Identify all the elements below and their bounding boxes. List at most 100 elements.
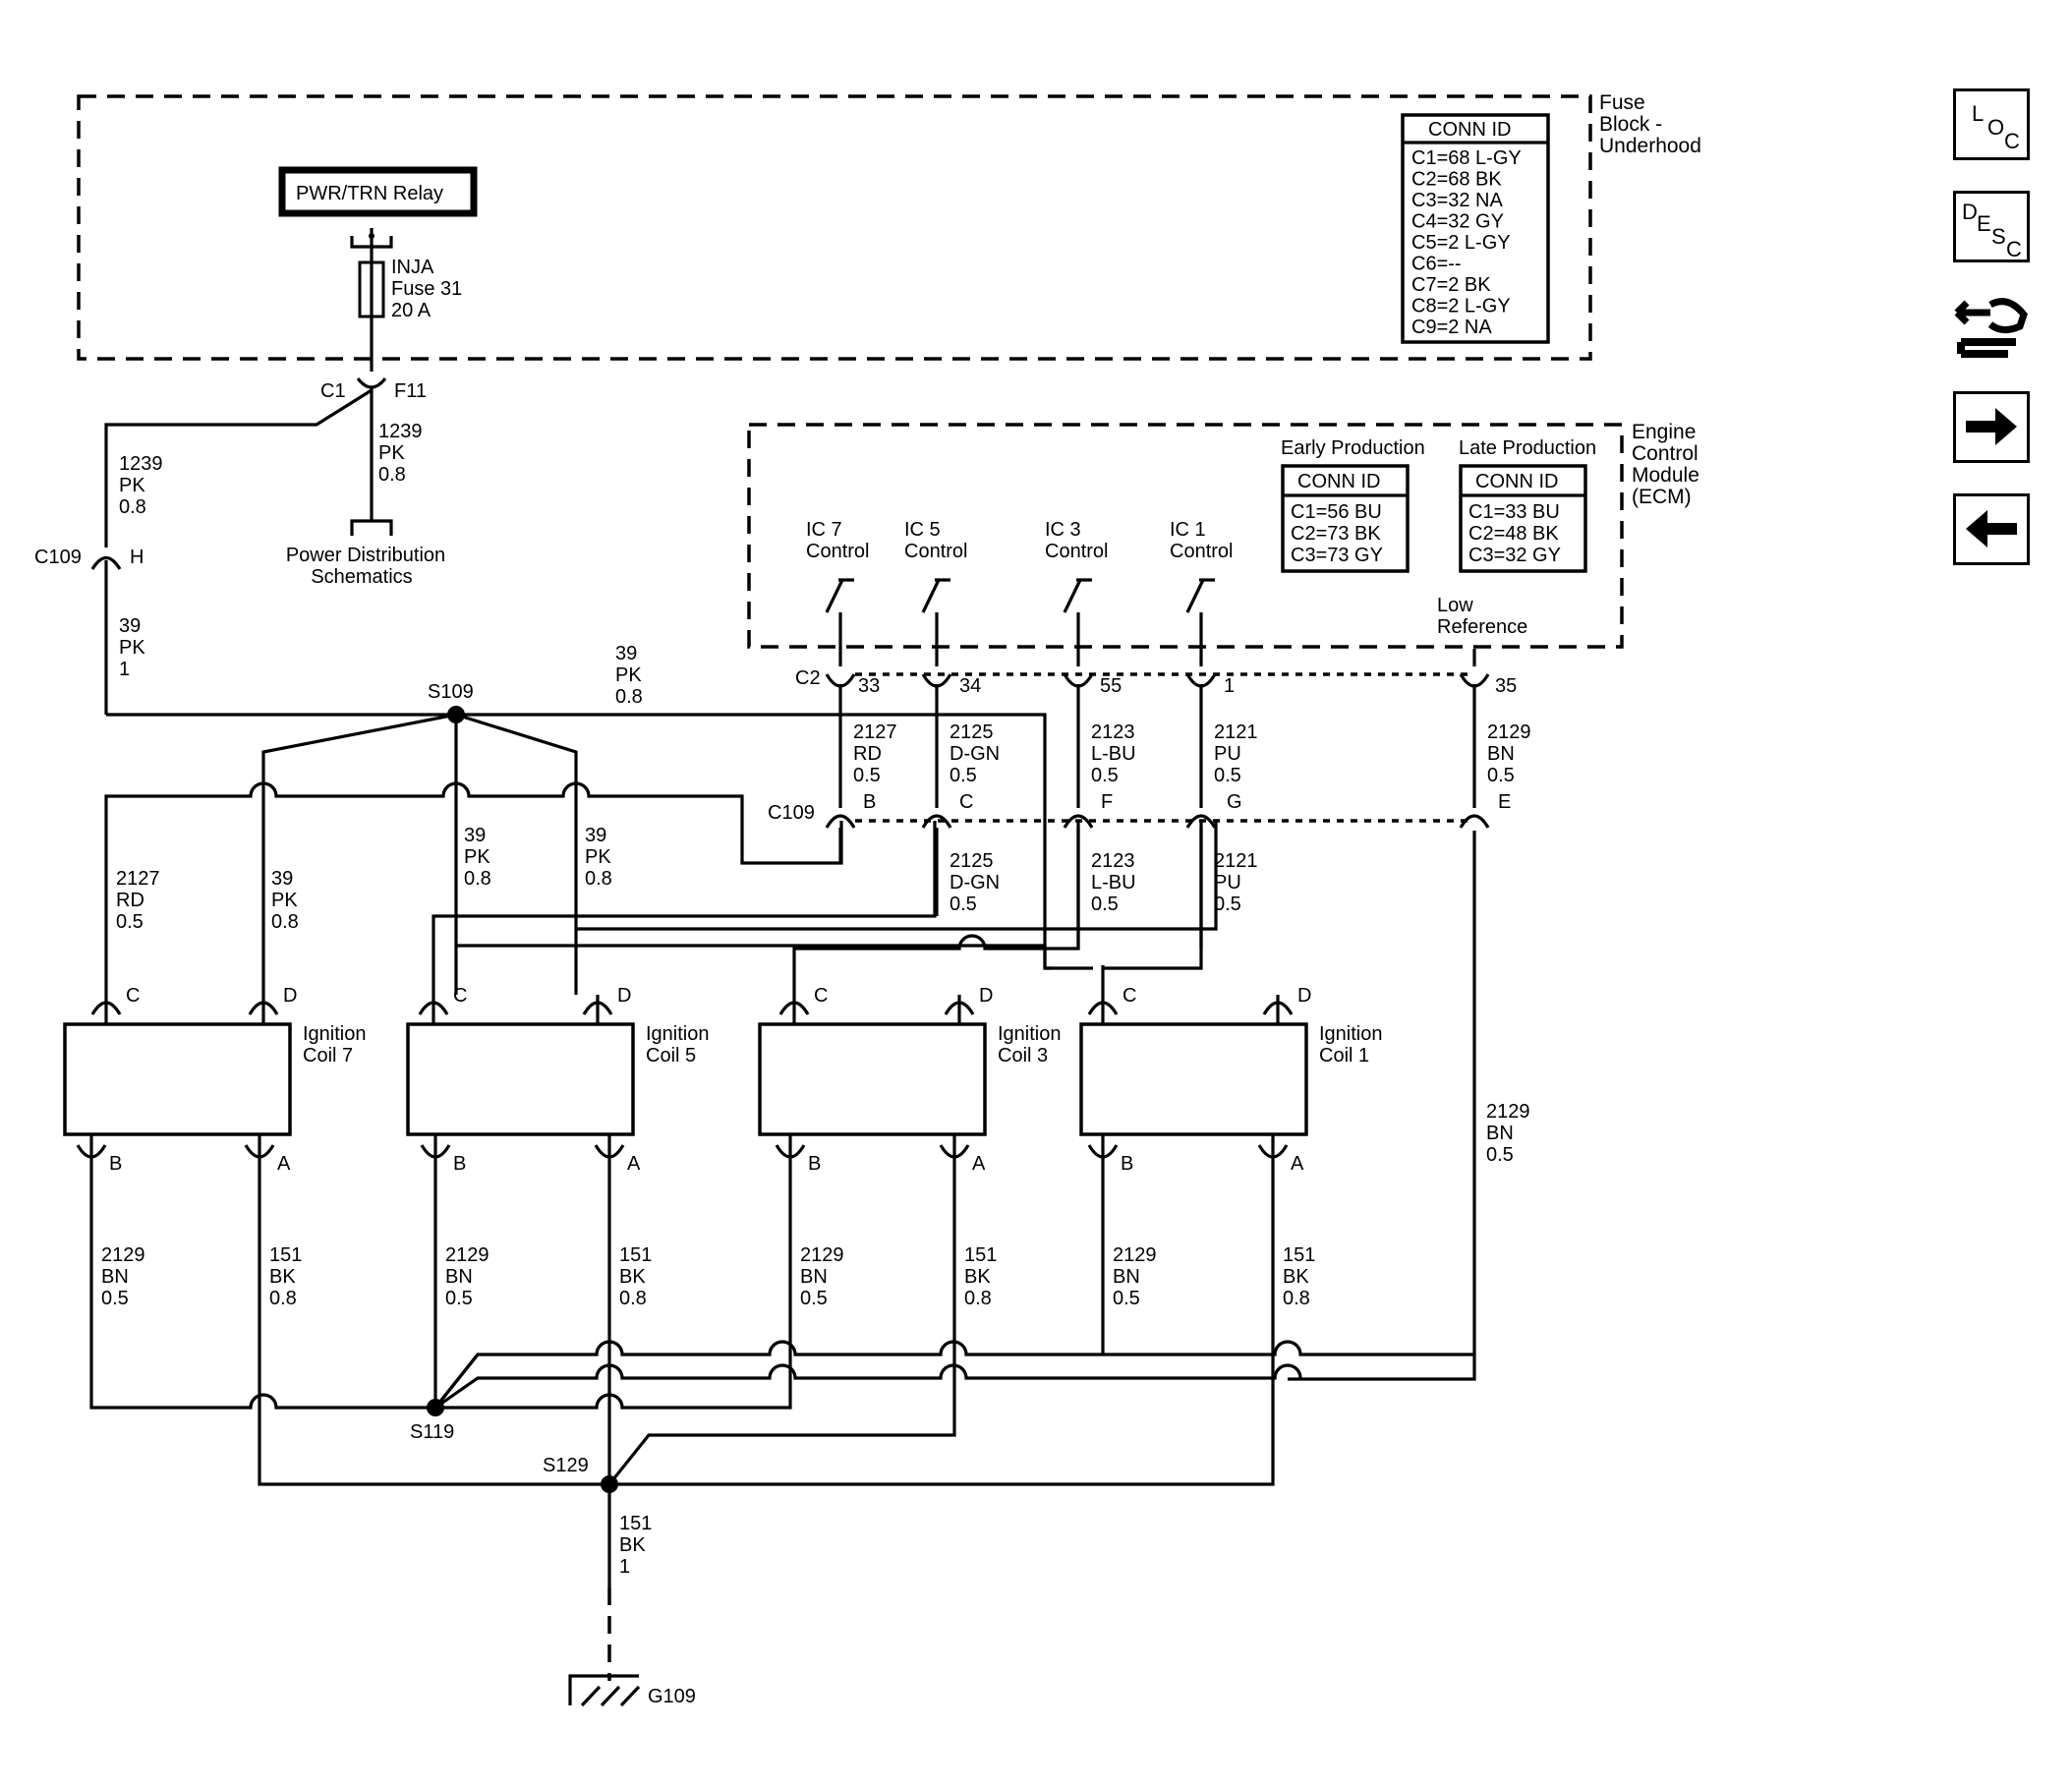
- coil-name: Ignition: [303, 1023, 367, 1045]
- description-button[interactable]: D E S C: [1953, 191, 2030, 262]
- connector-tool-icon[interactable]: [1951, 285, 2034, 368]
- switch-icon: [825, 578, 854, 613]
- feed-wire-label: PK: [464, 846, 490, 868]
- early-conn-3: C3=73 GY: [1291, 545, 1383, 566]
- coil-pin-letter: C: [126, 985, 140, 1007]
- coil-pin-letter: B: [1121, 1153, 1133, 1175]
- feed-wire-label: PK: [271, 890, 298, 911]
- fuse-block-conn-id-table: [1401, 113, 1550, 344]
- ignition-coil-body: [1079, 1022, 1308, 1136]
- f11-label: F11: [394, 380, 427, 402]
- coil-pin-a: [594, 1144, 625, 1159]
- low-ref-return-wire: [1288, 831, 1476, 1381]
- mid-wire-label: BN: [1487, 743, 1515, 765]
- coil-pin-letter: A: [277, 1153, 291, 1175]
- ic-control-label: IC 5: [904, 519, 941, 541]
- feed-wire-label: 0.8: [271, 911, 299, 933]
- coil-wire-label: BN: [800, 1266, 828, 1288]
- fuse-label-1: INJA: [391, 257, 434, 278]
- fuse-conn-row: C4=32 GY: [1411, 211, 1504, 233]
- s119-label: S119: [410, 1421, 454, 1443]
- coil-wire-label: 0.5: [1113, 1288, 1140, 1309]
- fuse-label-3: 20 A: [391, 300, 432, 321]
- coil-wire-label: 2129: [800, 1244, 844, 1266]
- mid-wire-label: 0.5: [1487, 765, 1515, 786]
- pds-label-2: Schematics: [311, 566, 412, 588]
- ic-control-label: Control: [904, 541, 967, 562]
- ecm-label-2: Control: [1632, 442, 1698, 465]
- mid-wire-label: 2125: [950, 721, 994, 743]
- coil-pin-a: [244, 1144, 275, 1159]
- c109-pin-letter: G: [1227, 791, 1242, 813]
- location-button[interactable]: L O C: [1953, 88, 2030, 160]
- coil-name: Coil 1: [1319, 1045, 1369, 1067]
- coil-wire-label: BN: [1113, 1266, 1140, 1288]
- ground-network: S119 S129 151 BK 1 G109: [89, 1177, 1474, 1707]
- c1-f11-connector: [356, 376, 387, 389]
- feed-wire-label: 0.8: [585, 868, 612, 890]
- early-conn-2: C2=73 BK: [1291, 523, 1381, 545]
- switch-icon: [1185, 578, 1215, 613]
- c109-lower-label: C109: [768, 802, 815, 824]
- coil-wire-label: BN: [445, 1266, 473, 1288]
- fuse-conn-row: C5=2 L-GY: [1411, 232, 1511, 254]
- coil-pin-d: [944, 1001, 975, 1015]
- coil-name: Ignition: [998, 1023, 1062, 1045]
- g109-label: G109: [648, 1686, 696, 1707]
- fuse-conn-row: C7=2 BK: [1411, 274, 1491, 296]
- loc-letter-o: O: [1987, 115, 2005, 140]
- coil-wire-label: BK: [619, 1266, 646, 1288]
- back-button[interactable]: [1953, 493, 2030, 565]
- right-wire-2: BN: [1486, 1123, 1514, 1144]
- s119-splice: [427, 1399, 444, 1416]
- lower-wire-label: 0.5: [1214, 894, 1241, 915]
- fuse-block-label-3: Underhood: [1599, 135, 1701, 157]
- coil-wire-label: BK: [269, 1266, 296, 1288]
- coil-wire-label: 2129: [445, 1244, 489, 1266]
- coil-pin-letter: B: [808, 1153, 821, 1175]
- fuse-conn-row: C2=68 BK: [1411, 169, 1502, 191]
- switch-icon: [1063, 578, 1092, 613]
- coil-name: Coil 7: [303, 1045, 353, 1067]
- coil-pin-letter: B: [453, 1153, 466, 1175]
- coil-pin-letter: A: [627, 1153, 641, 1175]
- coil-pin-letter: C: [814, 985, 828, 1007]
- lower-wire-label: 2125: [950, 850, 994, 872]
- low-ref-label-1: Low: [1437, 595, 1473, 616]
- coil-wire-label: 2129: [101, 1244, 145, 1266]
- coil-pin-letter: C: [1122, 985, 1136, 1007]
- ground-wire-3: 1: [619, 1556, 630, 1578]
- desc-letter-s: S: [1991, 224, 2006, 249]
- ecm-label-3: Module: [1632, 464, 1699, 487]
- late-conn-1: C1=33 BU: [1468, 501, 1560, 523]
- feed-wire-label: PK: [585, 846, 611, 868]
- lower-wire-label: 0.5: [950, 894, 977, 915]
- late-conn-id-table: [1459, 464, 1587, 573]
- coil-wire-label: 0.5: [101, 1288, 129, 1309]
- coil-wire-label: 151: [1283, 1244, 1315, 1266]
- desc-letter-e: E: [1977, 211, 1991, 236]
- mid-wire-label: 0.5: [950, 765, 977, 786]
- next-button[interactable]: [1953, 391, 2030, 463]
- feed-wire-label: 2127: [116, 868, 160, 890]
- coil-pin-c: [418, 1001, 449, 1015]
- c2-pin-number: 35: [1495, 675, 1517, 697]
- coil-pin-letter: D: [1297, 985, 1311, 1007]
- wire-1239-left-2: PK: [119, 475, 145, 496]
- late-conn-3: C3=32 GY: [1468, 545, 1561, 566]
- feed-wire-label: 39: [271, 868, 293, 890]
- c109-pin-letter: F: [1101, 791, 1113, 813]
- coil-pin-letter: D: [979, 985, 993, 1007]
- lower-wire-label: L-BU: [1091, 872, 1136, 894]
- coil-pin-a: [939, 1144, 970, 1159]
- feed-wire-label: RD: [116, 890, 144, 911]
- coil-pin-letter: B: [109, 1153, 122, 1175]
- coil-pin-letter: C: [453, 985, 467, 1007]
- switch-icon: [921, 578, 950, 613]
- lower-wire-label: 2123: [1091, 850, 1135, 872]
- mid-wire-label: 2123: [1091, 721, 1135, 743]
- c109-pin-connector: [1063, 814, 1094, 829]
- early-conn-id-table: [1281, 464, 1410, 573]
- engine-control-module: Engine Control Module (ECM) Early Produc…: [747, 421, 1699, 697]
